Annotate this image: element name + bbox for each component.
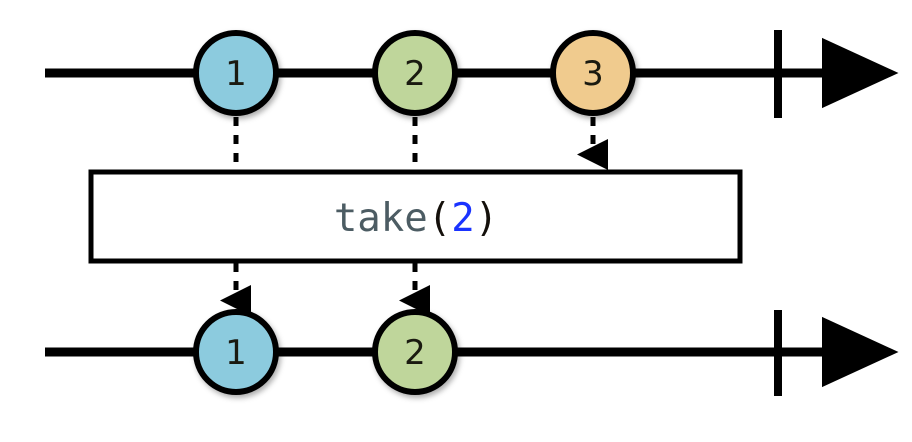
marble-label: 1 [225,54,247,94]
result-marble-1[interactable]: 1 [193,309,279,395]
operator-label: take(2) [334,196,498,241]
operator-box-rect [88,169,743,264]
input-connectors [233,117,609,172]
result-timeline: 1 2 [45,309,899,396]
source-timeline: 1 2 3 [45,30,899,118]
result-marble-2[interactable]: 2 [372,309,458,395]
operator-name-text: take [334,196,428,241]
marble-circle [372,309,458,395]
operator-argument: 2 [451,196,474,241]
marble-circle [193,309,279,395]
operator-close-paren: ) [475,196,498,241]
marble-circle [372,30,458,116]
marble-label: 1 [225,333,247,373]
source-marble-3[interactable]: 3 [550,30,636,116]
output-connectors [220,263,431,316]
marble-circle [193,30,279,116]
operator-box[interactable]: take(2) [88,169,743,264]
marble-label: 2 [404,333,426,373]
source-marble-1[interactable]: 1 [193,30,279,116]
marble-label: 3 [582,54,604,94]
marble-label: 2 [404,54,426,94]
operator-open-paren: ( [428,196,451,241]
source-marble-2[interactable]: 2 [372,30,458,116]
marble-circle [550,30,636,116]
